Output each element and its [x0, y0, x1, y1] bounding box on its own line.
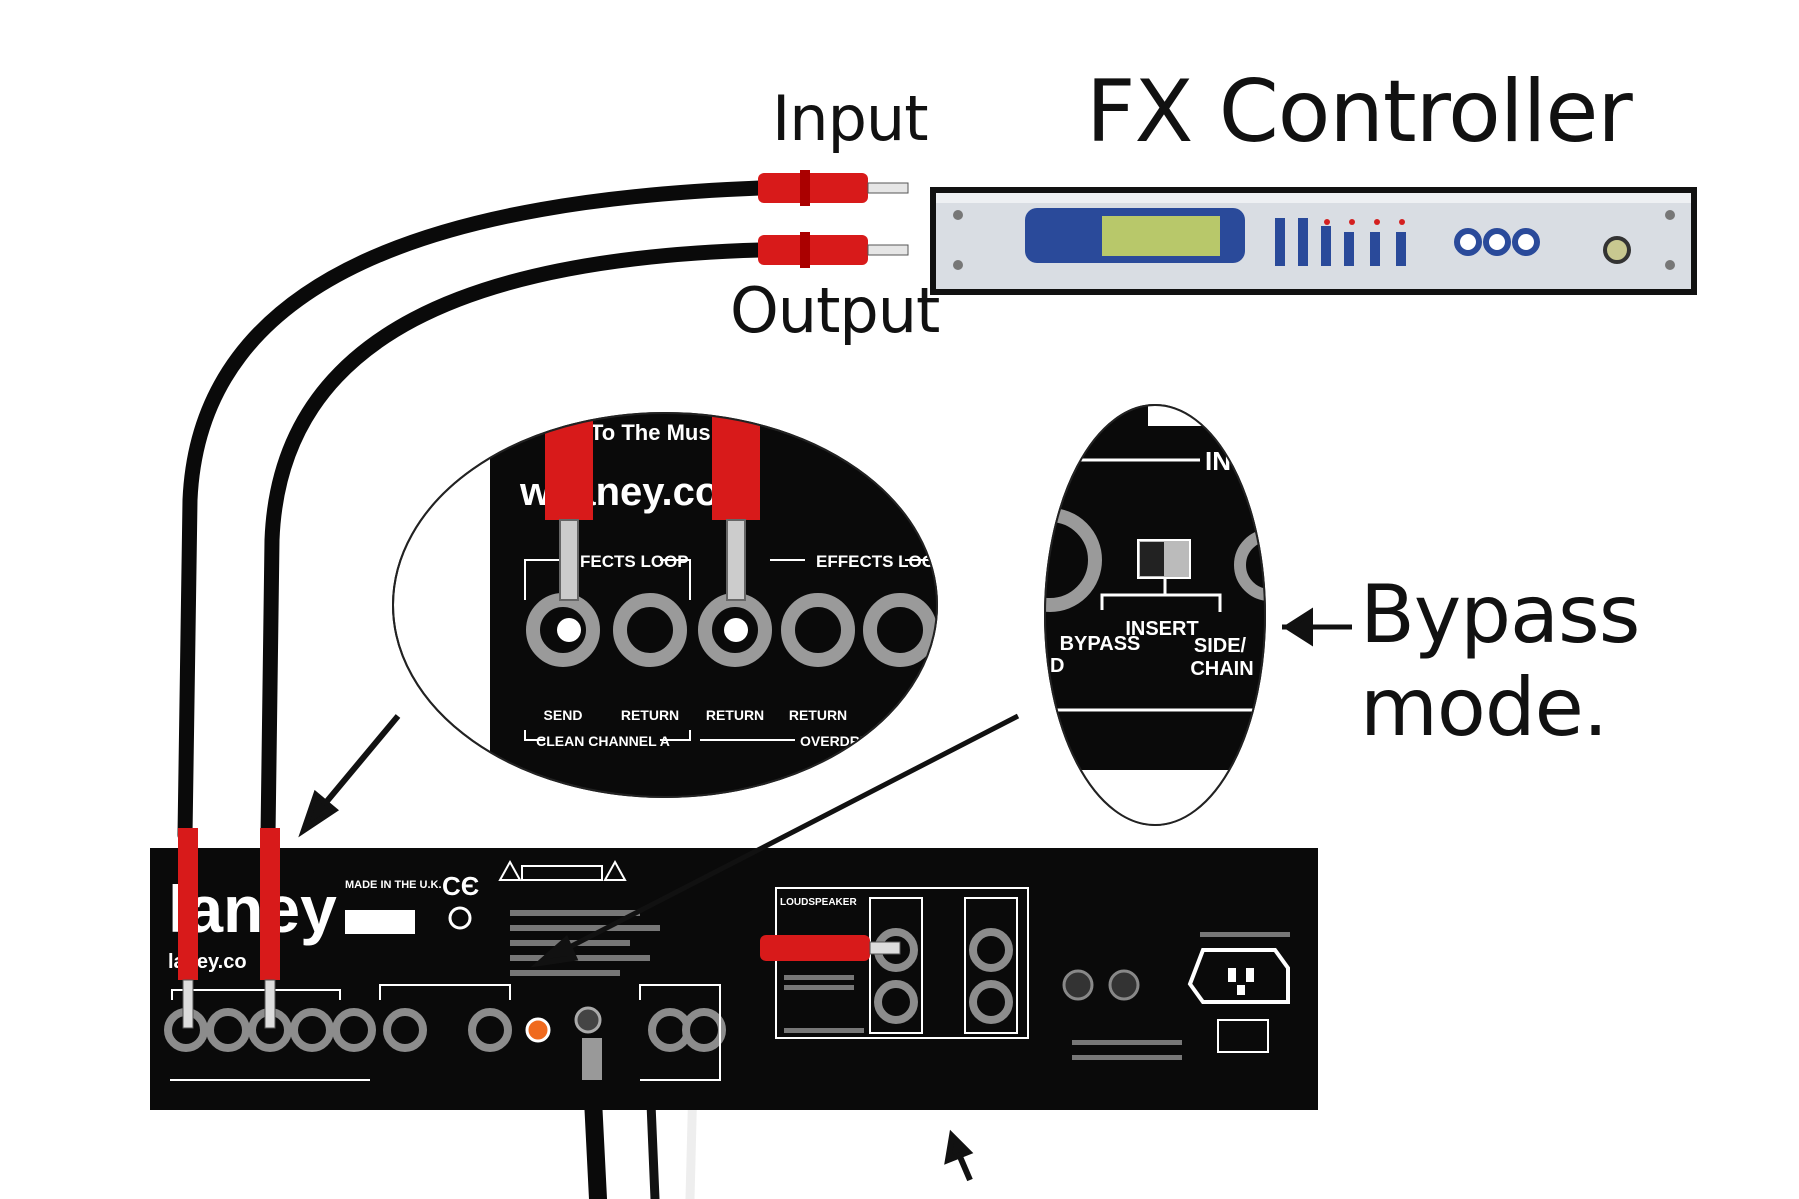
amp-jacks: [164, 1008, 726, 1052]
amp-back-panel: laney laney.co MADE IN THE U.K. CЄ LOUDS…: [150, 848, 1318, 1110]
footswitch-plug: [582, 1038, 602, 1080]
input-plug: [758, 170, 909, 206]
bypass-mode-label: Bypass mode.: [1360, 568, 1640, 754]
fx-buttons: [1275, 218, 1406, 266]
zoom-loop-right: EFFECTS LOOP: [816, 552, 946, 571]
amp-plug-send: [178, 828, 198, 1029]
switch-label-chain: CHAIN: [1190, 658, 1253, 680]
fx-controller-unit: [930, 187, 1697, 295]
amp-speaker-plug: [760, 935, 901, 961]
zoom-ins-header: INS: [1205, 446, 1248, 476]
amp-plug-return: [260, 828, 280, 1029]
zoom-tagline: To The Mus: [590, 420, 711, 445]
zoom-jacks: [526, 593, 937, 667]
fx-knobs: [1454, 228, 1540, 256]
zoom-jack-label-2: RETURN: [621, 707, 679, 723]
ce-mark: CЄ: [442, 871, 479, 901]
output-plug: [758, 232, 909, 268]
zoom-jack-label-3: RETURN: [706, 707, 764, 723]
zoom-effects-loop: To The Mus w laney.co k FECTS LOOP EFFEC…: [392, 412, 946, 798]
switch-label-bypass: BYPASS: [1060, 633, 1141, 655]
zoom-jack-label-4: RETURN: [789, 707, 847, 723]
pointer-arrows: [298, 607, 1352, 1182]
output-label: Output: [730, 274, 940, 347]
fx-power-switch: [1603, 236, 1631, 264]
switch-label-side: SIDE/: [1194, 635, 1247, 657]
zoom-bypass-switch: INS BYPASS INSERT SIDE/ CHAIN D: [1044, 404, 1266, 826]
zoom-loop-left: FECTS LOOP: [580, 552, 689, 571]
zoom-channel-a: CLEAN CHANNEL A: [536, 733, 670, 749]
switch-label-insert: INSERT: [1125, 618, 1198, 640]
amp-made-in: MADE IN THE U.K.: [345, 879, 442, 891]
input-label: Input: [772, 82, 929, 155]
zoom-left-edge-letter: D: [1050, 655, 1064, 677]
amp-loudspeaker-label: LOUDSPEAKER: [780, 897, 857, 908]
fx-lcd-screen: [1102, 216, 1220, 256]
zoom-plug-return: [712, 413, 760, 642]
zoom-jack-label-1: SEND: [544, 707, 583, 723]
fx-controller-title: FX Controller: [1086, 62, 1633, 162]
